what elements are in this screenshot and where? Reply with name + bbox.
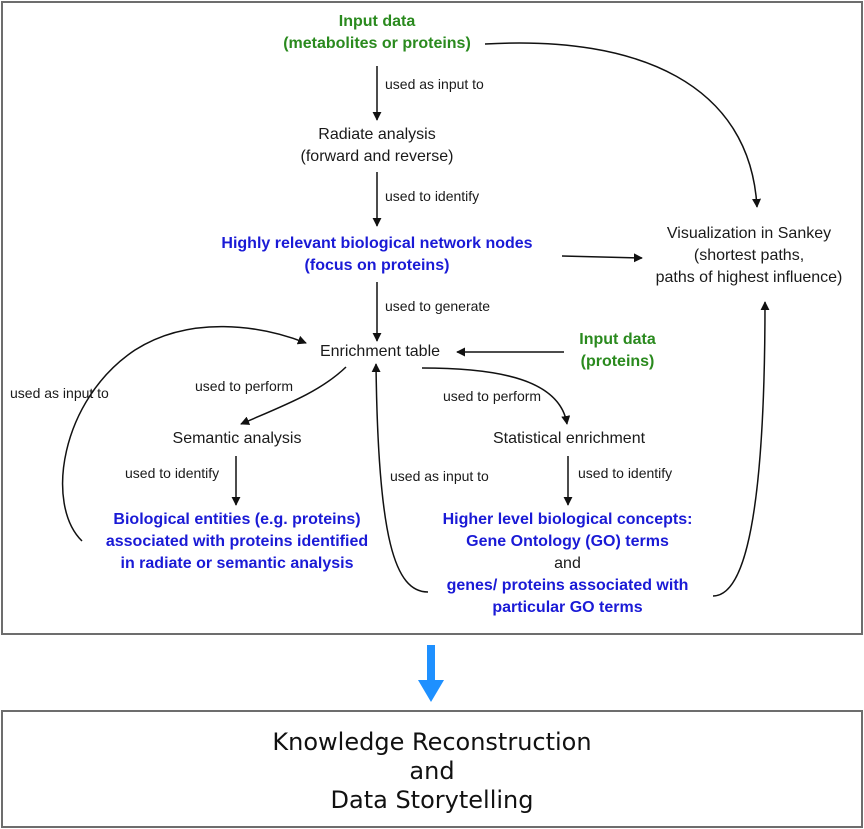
node-line: Enrichment table — [319, 343, 441, 360]
edge-label-entities-to-table: used as input to — [10, 385, 109, 401]
big-down-arrow — [418, 645, 444, 702]
node-line: Visualization in Sankey — [666, 225, 832, 242]
node-line: (shortest paths, — [693, 247, 805, 264]
visualization-node: Visualization in Sankey (shortest paths,… — [634, 223, 864, 289]
result-line-2: and — [409, 757, 455, 785]
edge-concepts-to-visualization — [712, 301, 770, 597]
edge-concepts-to-table — [371, 363, 429, 593]
statistical-enrichment-node: Statistical enrichment — [474, 428, 664, 450]
higher-level-concepts-node: Higher level biological concepts: Gene O… — [415, 509, 720, 619]
node-line: (proteins) — [580, 353, 655, 370]
node-line: Semantic analysis — [172, 430, 302, 447]
node-line: Gene Ontology (GO) terms — [466, 533, 669, 550]
enrichment-table-node: Enrichment table — [300, 341, 460, 363]
diagram-frame — [1, 1, 863, 635]
edge-label-radiate-to-nodes: used to identify — [385, 188, 480, 204]
edge-label-table-to-statistical: used to perform — [443, 388, 542, 404]
edge-label-nodes-to-table: used to generate — [385, 298, 491, 314]
node-line: particular GO terms — [492, 599, 643, 616]
node-line: and — [554, 555, 581, 572]
node-line: Input data — [579, 331, 656, 348]
result-line-1: Knowledge Reconstruction — [272, 728, 592, 756]
edge-nodes-to-visualization — [561, 253, 643, 263]
edge-label-table-to-semantic: used to perform — [195, 378, 294, 394]
node-line: Higher level biological concepts: — [442, 511, 693, 528]
edge-label-statistical-to-concepts: used to identify — [578, 465, 673, 481]
radiate-analysis-node: Radiate analysis (forward and reverse) — [272, 124, 482, 168]
input-data-main-node: Input data (metabolites or proteins) — [262, 11, 492, 55]
relevant-nodes-node: Highly relevant biological network nodes… — [177, 233, 577, 277]
result-line-3: Data Storytelling — [330, 786, 534, 814]
node-line: Radiate analysis — [318, 126, 436, 143]
node-line: (metabolites or proteins) — [283, 35, 471, 52]
node-line: Biological entities (e.g. proteins) — [113, 511, 361, 528]
input-data-proteins-node: Input data (proteins) — [560, 329, 675, 373]
node-line: paths of highest influence) — [655, 269, 843, 286]
node-line: in radiate or semantic analysis — [120, 555, 354, 572]
node-line: (focus on proteins) — [304, 257, 450, 274]
node-line: Highly relevant biological network nodes — [221, 235, 533, 252]
edge-label-concepts-to-table: used as input to — [390, 468, 489, 484]
edge-label-semantic-to-entities: used to identify — [125, 465, 220, 481]
edge-table-to-statistical — [421, 367, 571, 425]
node-line: Input data — [338, 13, 416, 30]
node-line: (forward and reverse) — [300, 148, 454, 165]
semantic-analysis-node: Semantic analysis — [162, 428, 312, 450]
node-line: associated with proteins identified — [105, 533, 369, 550]
node-line: genes/ proteins associated with — [446, 577, 689, 594]
result-frame — [1, 710, 863, 828]
edge-table-to-semantic — [240, 366, 347, 425]
edge-entities-to-table — [61, 325, 307, 542]
biological-entities-node: Biological entities (e.g. proteins) asso… — [72, 509, 402, 575]
edge-input-to-visualization — [484, 42, 762, 208]
edge-label-input-to-radiate: used as input to — [385, 76, 484, 92]
node-line: Statistical enrichment — [492, 430, 646, 447]
